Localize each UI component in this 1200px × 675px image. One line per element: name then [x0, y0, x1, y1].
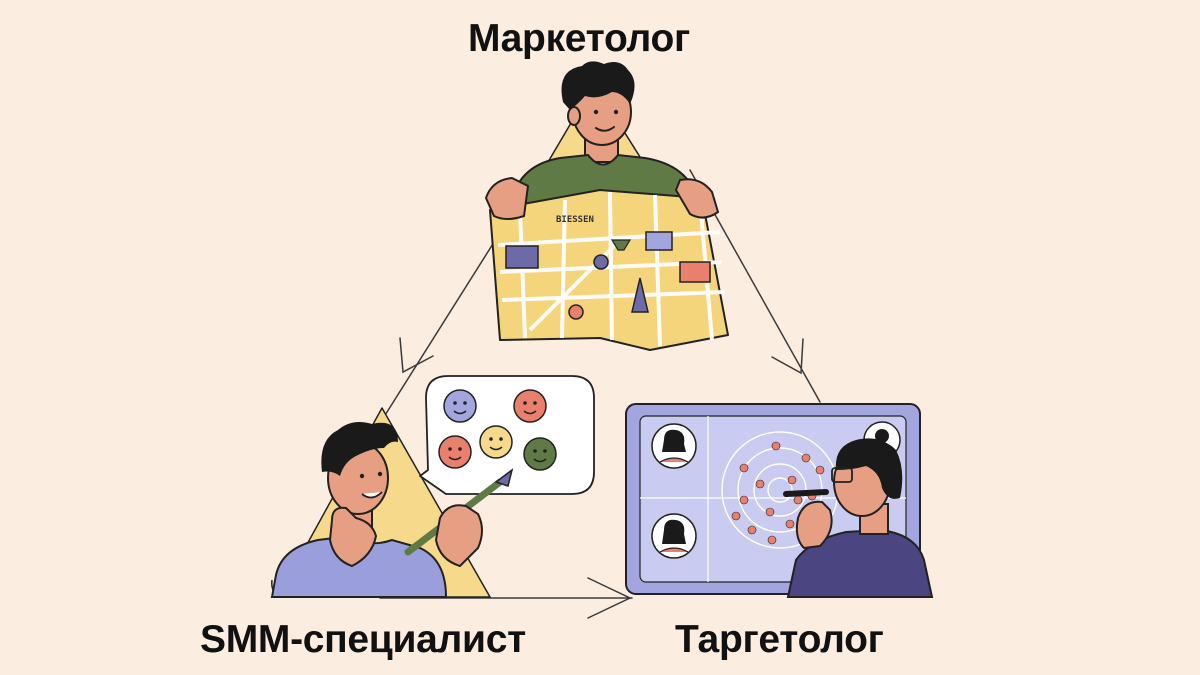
- map-caption: BIESSEN: [556, 215, 594, 225]
- smm-hand-chin: [328, 506, 378, 568]
- emoji-face-icon: [479, 425, 513, 459]
- map-tower-icon: [631, 277, 649, 313]
- marketer-left-hand: [484, 176, 530, 220]
- emoji-face-icon: [443, 389, 477, 423]
- stylus-pen: [783, 489, 829, 497]
- marketer-hair: [561, 61, 635, 110]
- targetologist-hand: [795, 500, 833, 550]
- emoji-face-icon: [513, 389, 547, 423]
- map-building-icon: [505, 245, 539, 269]
- marketer-figure: BIESSEN: [484, 61, 729, 351]
- arrowhead-right: [771, 338, 804, 375]
- targetologist-figure: [625, 403, 934, 598]
- role-label-marketer: Маркетолог: [468, 17, 690, 60]
- emoji-face-icon: [523, 437, 557, 471]
- smm-hair: [321, 422, 398, 476]
- emoji-faces: [438, 389, 557, 471]
- map-pin-icon: [593, 254, 609, 270]
- map-boat-icon: [610, 239, 632, 251]
- map-pin-icon: [568, 304, 584, 320]
- role-label-smm-specialist: SMM-специалист: [200, 618, 526, 661]
- map-streets: [497, 191, 726, 347]
- glasses-icon: [831, 467, 853, 483]
- arrowhead-bottom: [587, 577, 632, 619]
- emoji-face-icon: [438, 435, 472, 469]
- marketer-right-hand: [674, 178, 720, 219]
- audience-avatar-icon: [651, 513, 697, 559]
- audience-avatar-icon: [651, 423, 697, 469]
- map-building-icon: [679, 261, 711, 283]
- smm-hand-brush: [434, 504, 483, 568]
- role-label-targetologist: Таргетолог: [675, 618, 884, 661]
- targetologist-hair: [835, 438, 903, 499]
- map-building-icon: [645, 231, 673, 251]
- smm-specialist-figure: [270, 375, 595, 598]
- arrowhead-left: [399, 337, 434, 374]
